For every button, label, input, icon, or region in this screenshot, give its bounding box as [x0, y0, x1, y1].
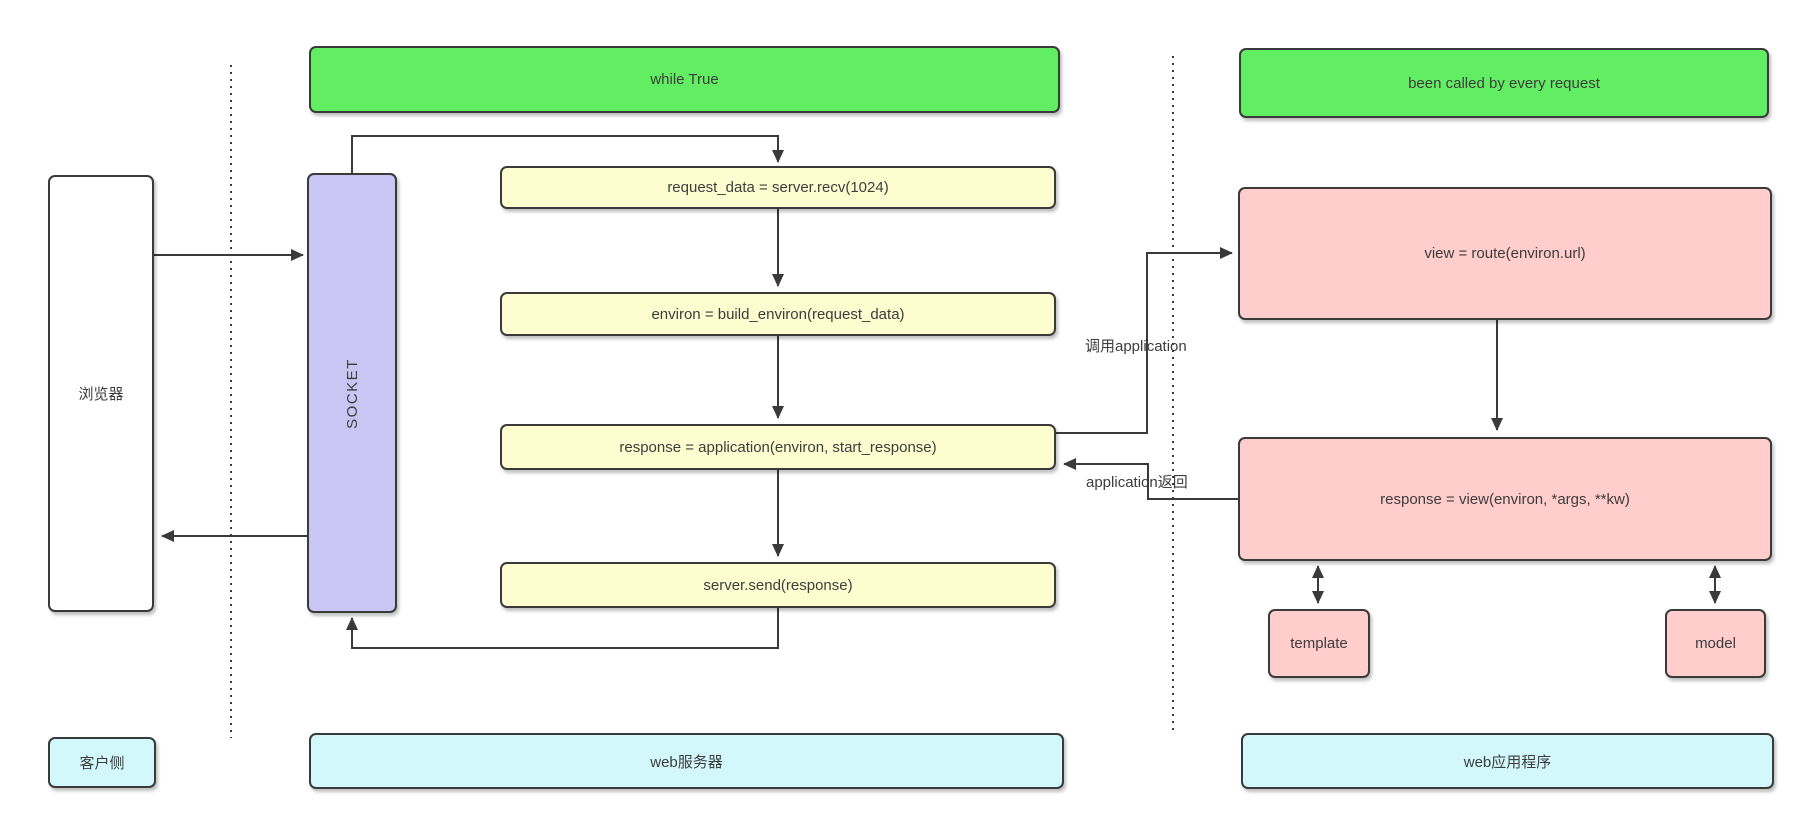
arrow-send-to-socket	[346, 608, 779, 649]
lane-web-server: web服务器	[309, 733, 1064, 789]
arrow-application-return	[1063, 458, 1238, 500]
lane-web-app-label: web应用程序	[1463, 753, 1552, 771]
edge-label-call-application: 调用application	[1085, 338, 1187, 355]
node-model-label: model	[1695, 635, 1736, 652]
node-call-application-label: response = application(environ, start_re…	[619, 438, 937, 456]
lane-client-label: 客户侧	[79, 755, 125, 772]
node-build-environ-label: environ = build_environ(request_data)	[651, 305, 905, 323]
node-route: view = route(environ.url)	[1238, 187, 1772, 320]
node-while-true-label: while True	[650, 71, 719, 88]
node-browser-label: 浏览器	[78, 386, 124, 403]
node-view-call: response = view(environ, *args, **kw)	[1238, 437, 1772, 561]
node-model: model	[1665, 609, 1766, 678]
node-call-application: response = application(environ, start_re…	[500, 424, 1056, 470]
node-socket-label: SOCKET	[343, 357, 361, 429]
edge-label-application-return: application返回	[1086, 474, 1188, 491]
node-template: template	[1268, 609, 1370, 678]
node-recv: request_data = server.recv(1024)	[500, 166, 1056, 209]
node-template-label: template	[1290, 635, 1348, 652]
node-been-called-label: been called by every request	[1408, 74, 1600, 92]
node-been-called: been called by every request	[1239, 48, 1769, 118]
node-browser: 浏览器	[48, 175, 154, 612]
lane-web-server-label: web服务器	[650, 753, 723, 771]
node-route-label: view = route(environ.url)	[1424, 245, 1586, 262]
node-socket: SOCKET	[307, 173, 397, 613]
arrow-call-application	[1056, 247, 1233, 434]
lane-web-app: web应用程序	[1241, 733, 1774, 789]
arrow-socket-to-recv	[351, 135, 784, 173]
node-server-send: server.send(response)	[500, 562, 1056, 608]
node-view-call-label: response = view(environ, *args, **kw)	[1380, 490, 1630, 508]
lane-client: 客户侧	[48, 737, 156, 788]
node-server-send-label: server.send(response)	[703, 576, 853, 594]
node-build-environ: environ = build_environ(request_data)	[500, 292, 1056, 336]
node-while-true: while True	[309, 46, 1060, 113]
node-recv-label: request_data = server.recv(1024)	[667, 179, 889, 196]
